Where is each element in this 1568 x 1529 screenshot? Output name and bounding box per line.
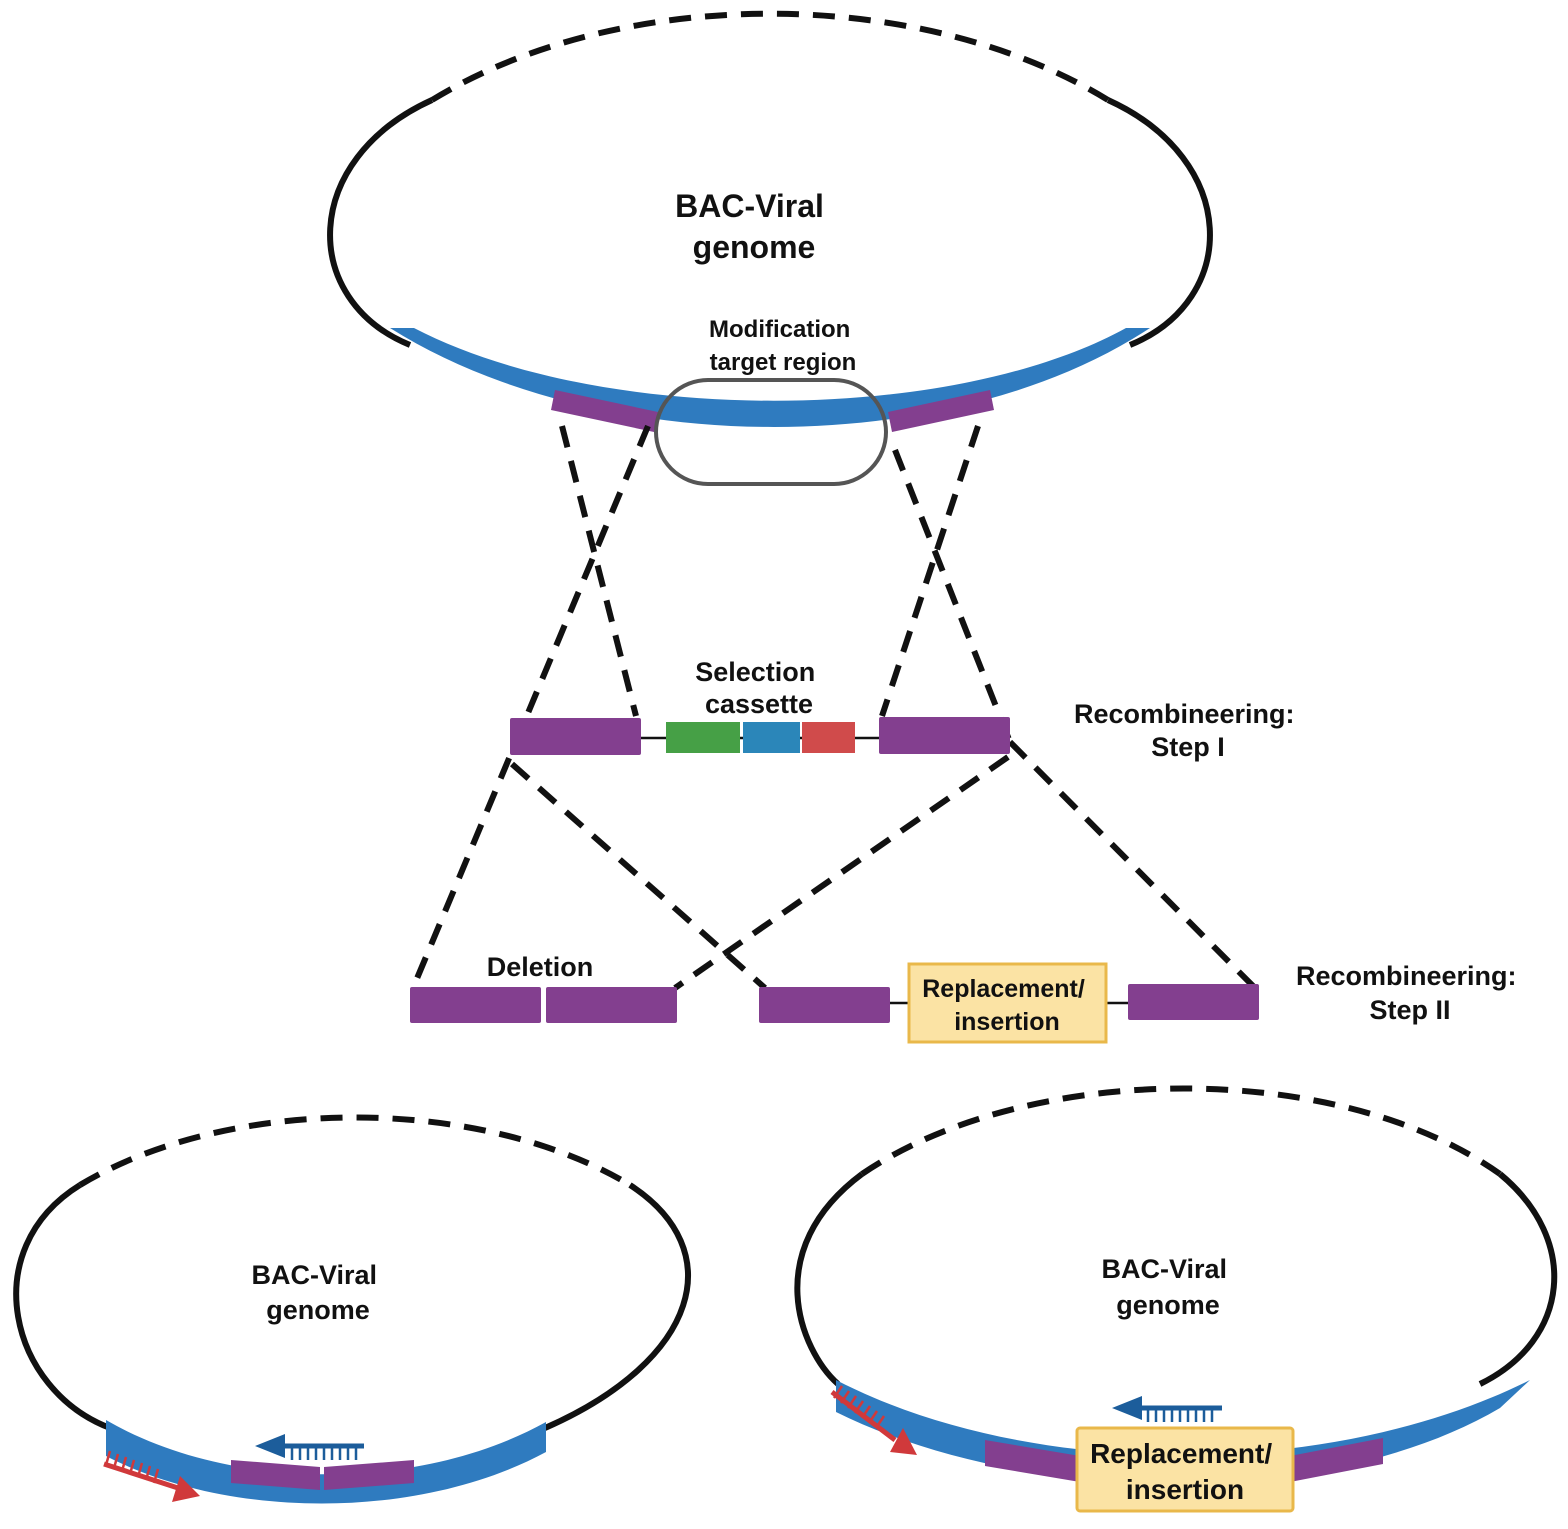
top-left-homology-arm (551, 390, 658, 432)
bottom-left-backbone-region (106, 1420, 546, 1504)
top-genome-label: BAC-Viral genome (675, 188, 833, 265)
cassette-right-homology-arm (879, 717, 1010, 754)
forward-primer-icon (103, 1450, 200, 1502)
bottom-replacement-insert-label: Replacement/ insertion (1090, 1438, 1280, 1505)
replacement-left-homology-arm (759, 987, 890, 1023)
reverse-primer-icon-right (1112, 1396, 1222, 1422)
bottom-right-bac-genome: Replacement/ insertion BAC-Viral genome (794, 1085, 1558, 1513)
deletion-label: Deletion (487, 952, 594, 982)
bottom-right-genome-label: BAC-Viral genome (1101, 1254, 1234, 1320)
replacement-insert-box (907, 962, 1108, 1044)
bottom-left-genome-label: BAC-Viral genome (251, 1260, 384, 1325)
bottom-replacement-insert-box (1075, 1426, 1295, 1513)
bottom-left-arm-1 (231, 1460, 320, 1490)
bottom-left-arm-2 (324, 1460, 414, 1490)
forward-primer-icon-right (830, 1385, 917, 1455)
bottom-right-right-arm (1290, 1438, 1383, 1482)
replacement-construct: Replacement/ insertion (759, 962, 1259, 1044)
cassette-red-segment (802, 722, 855, 753)
selection-cassette-construct: Selection cassette (510, 657, 1010, 755)
target-region-label: Modification target region (709, 316, 857, 376)
top-right-homology-arm (888, 390, 994, 432)
step2-label: Recombineering: Step II (1296, 961, 1524, 1025)
top-bac-genome: BAC-Viral genome Modification target reg… (327, 10, 1213, 486)
cassette-blue-segment (743, 722, 800, 753)
deletion-left-homology-arm (410, 987, 541, 1023)
reverse-primer-icon (255, 1434, 364, 1460)
bottom-right-left-arm (985, 1440, 1080, 1482)
homology-mapping-lines (410, 424, 1258, 991)
selection-cassette-label: Selection cassette (695, 657, 823, 719)
bottom-left-bac-genome: BAC-Viral genome (13, 1114, 691, 1504)
cassette-green-segment (666, 722, 740, 753)
deletion-construct: Deletion (410, 952, 677, 1023)
step1-label: Recombineering: Step I (1074, 699, 1302, 762)
replacement-insert-label: Replacement/ insertion (922, 975, 1092, 1036)
cassette-left-homology-arm (510, 718, 641, 755)
modification-target-region-outline (654, 378, 888, 486)
deletion-right-homology-arm (546, 987, 677, 1023)
replacement-right-homology-arm (1128, 984, 1259, 1020)
